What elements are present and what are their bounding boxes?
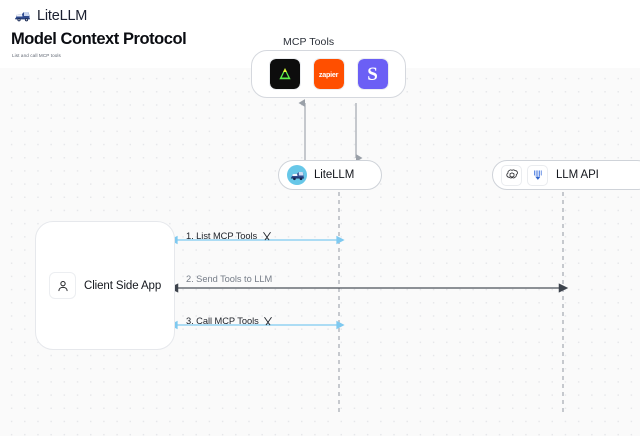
edge-2-text: 2. Send Tools to LLM bbox=[186, 274, 273, 284]
page-subtitle: List and call MCP tools bbox=[12, 53, 61, 58]
litellm-node[interactable]: LiteLLM bbox=[278, 160, 382, 190]
page-heading: Model Context Protocol List and call MCP… bbox=[11, 30, 431, 59]
litellm-avatar-icon bbox=[287, 165, 307, 185]
slack-icon[interactable]: S bbox=[356, 58, 389, 90]
user-icon bbox=[49, 272, 76, 299]
anthropic-claude-icon bbox=[527, 164, 548, 186]
mcp-tools-label: MCP Tools bbox=[283, 36, 335, 48]
client-side-app-label: Client Side App bbox=[84, 279, 162, 292]
page-title: Model Context Protocol bbox=[11, 30, 187, 48]
brand-name: LiteLLM bbox=[37, 7, 88, 24]
edge-1-text: 1. List MCP Tools bbox=[186, 230, 258, 241]
brand[interactable]: LiteLLM bbox=[14, 8, 87, 24]
litellm-node-label: LiteLLM bbox=[314, 169, 355, 181]
zapier-icon[interactable]: zapier bbox=[312, 58, 345, 90]
edge-1-label: 1. List MCP Tools bbox=[186, 230, 272, 241]
top-bar: LiteLLM bbox=[0, 0, 640, 31]
zapier-wordmark: zapier bbox=[318, 69, 339, 79]
slack-letter: S bbox=[367, 63, 378, 85]
mcp-tools-group[interactable]: zapier S bbox=[251, 50, 406, 98]
openai-icon bbox=[501, 164, 522, 186]
llm-api-node-label: LLM API bbox=[556, 169, 599, 181]
tools-icon bbox=[263, 315, 274, 326]
llm-api-node[interactable]: LLM API bbox=[492, 160, 640, 190]
edge-3-label: 3. Call MCP Tools bbox=[186, 315, 274, 326]
litellm-truck-icon bbox=[14, 9, 31, 23]
tools-icon bbox=[261, 230, 272, 241]
edge-2-label: 2. Send Tools to LLM bbox=[186, 274, 272, 284]
diagram-canvas bbox=[0, 68, 640, 436]
anthropic-icon[interactable] bbox=[268, 58, 301, 90]
edge-3-text: 3. Call MCP Tools bbox=[186, 315, 259, 326]
client-side-app-node[interactable]: Client Side App bbox=[35, 221, 175, 350]
